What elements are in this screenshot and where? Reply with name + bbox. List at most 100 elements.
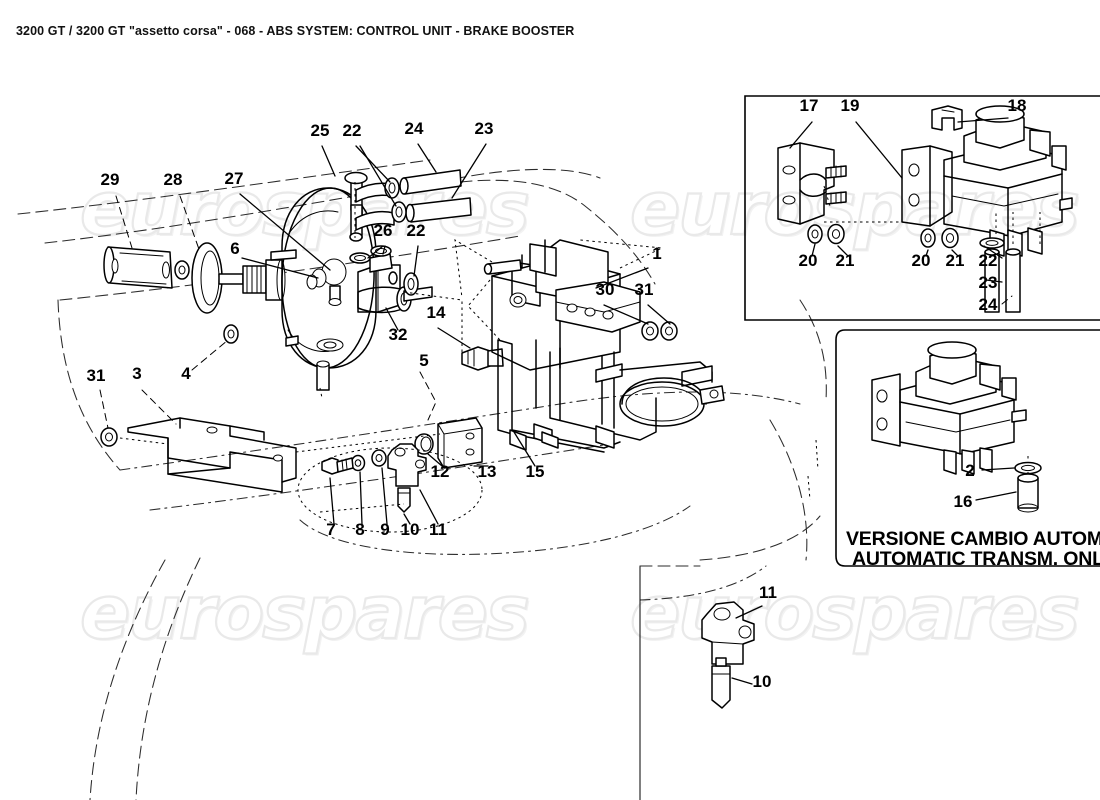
callout-label: 15 xyxy=(526,462,545,481)
page-title: 3200 GT / 3200 GT "assetto corsa" - 068 … xyxy=(16,24,575,38)
part-29-push-rod xyxy=(103,246,173,289)
callout-label: 31 xyxy=(87,366,106,385)
callout-label: 23 xyxy=(475,119,494,138)
callout-label: 13 xyxy=(478,462,497,481)
callout-label: 31 xyxy=(635,280,654,299)
callout-label: 21 xyxy=(946,251,965,270)
callout-label: 2 xyxy=(965,461,974,480)
callout-label: 11 xyxy=(429,520,447,539)
part-27-elbow-fitting xyxy=(344,171,395,242)
inset-panel-bottom-right xyxy=(835,329,1100,567)
callout-label: 19 xyxy=(841,96,860,115)
callout-label: 12 xyxy=(431,462,450,481)
car-body-outline xyxy=(17,159,827,800)
part-21-nut-b xyxy=(941,227,959,249)
callout-label: 6 xyxy=(230,239,239,258)
bottom-detail-parts xyxy=(701,601,763,709)
inset-caption: VERSIONE CAMBIO AUTOM. AUTOMATIC TRANSM.… xyxy=(846,528,1100,570)
part-3-support-bracket xyxy=(127,417,297,493)
callout-label: 5 xyxy=(419,351,428,370)
part-20-washer-b xyxy=(920,228,936,248)
inset-top-parts xyxy=(777,105,1073,313)
callout-label: 1 xyxy=(652,244,661,263)
callout-labels-bottom-detail: 11 10 xyxy=(753,583,777,691)
callout-labels-inset-bottom: 2 16 xyxy=(954,461,975,511)
callout-label: 16 xyxy=(954,492,973,511)
callout-label: 18 xyxy=(1008,96,1027,115)
callout-label: 3 xyxy=(132,364,141,383)
callout-label: 22 xyxy=(343,121,362,140)
part-24-pipe-inset xyxy=(1005,248,1021,313)
callout-label: 28 xyxy=(164,170,183,189)
part-2-seal-inset xyxy=(1014,461,1042,475)
brake-booster xyxy=(270,187,377,391)
watermark-text: eurospares xyxy=(82,572,530,658)
part-17-bracket xyxy=(777,142,847,225)
callout-label: 14 xyxy=(427,303,446,322)
callout-label: 22 xyxy=(979,251,998,270)
watermark-text: eurospares xyxy=(632,168,1080,254)
callout-label: 27 xyxy=(225,169,244,188)
watermark-text: eurospares xyxy=(630,166,1078,252)
watermark-text: eurospares xyxy=(80,570,528,656)
part-washer-small xyxy=(174,260,190,280)
part-32-master-cylinder xyxy=(357,253,433,314)
abs-unit-inset-top xyxy=(943,105,1073,257)
part-12-grommet xyxy=(414,433,434,455)
callout-label: 22 xyxy=(407,221,426,240)
part-21-nut-a xyxy=(827,223,845,245)
callout-label: 24 xyxy=(405,119,424,138)
callout-labels-inset-top: 17 19 18 20 21 20 21 22 23 24 xyxy=(799,96,1027,314)
part-31-nut xyxy=(660,321,678,341)
callout-label: 10 xyxy=(753,672,772,691)
part-14-banjo-bolt xyxy=(461,346,504,371)
part-15-mounting-bracket xyxy=(497,339,725,453)
part-10-switch xyxy=(397,487,411,513)
part-30-washer xyxy=(641,321,659,341)
inset-caption-line1: VERSIONE CAMBIO AUTOM. xyxy=(846,528,1100,550)
callout-labels-main: 25 22 24 23 29 28 27 26 22 6 1 30 31 32 … xyxy=(87,119,662,539)
callout-label: 25 xyxy=(311,121,330,140)
part-16-filter-inset xyxy=(1017,473,1039,513)
part-23-pipe xyxy=(405,197,472,223)
callout-label: 4 xyxy=(181,364,191,383)
part-7-bolt xyxy=(321,457,354,475)
callout-label: 30 xyxy=(596,280,615,299)
part-13-relay-box xyxy=(437,417,483,469)
callout-label: 20 xyxy=(912,251,931,270)
inset-caption-line2: AUTOMATIC TRANSM. ONLY xyxy=(852,548,1100,570)
part-19-bracket xyxy=(901,145,953,227)
abs-unit-inset-bottom xyxy=(871,341,1027,475)
callout-label: 32 xyxy=(389,325,408,344)
part-23-pipe-inset xyxy=(984,248,1000,313)
part-22-seal-inset xyxy=(979,237,1005,249)
part-4-washer xyxy=(223,324,239,344)
part-18-clip xyxy=(931,105,963,131)
part-28-seal-plate xyxy=(191,242,223,314)
callout-label: 24 xyxy=(979,295,998,314)
callout-label: 21 xyxy=(836,251,855,270)
callout-label: 20 xyxy=(799,251,818,270)
inset-bottom-parts xyxy=(871,341,1042,513)
callout-label: 26 xyxy=(374,221,393,240)
part-24-pipe xyxy=(399,169,462,195)
leader-lines-main xyxy=(99,143,671,533)
callout-label: 7 xyxy=(326,520,335,539)
callout-label: 8 xyxy=(355,520,364,539)
callout-label: 23 xyxy=(979,273,998,292)
part-20-washer-a xyxy=(807,224,823,244)
callout-label: 10 xyxy=(401,520,420,539)
inset-panel-top-right xyxy=(744,95,1100,321)
booster-rod-assembly xyxy=(218,259,286,301)
part-31-nut-left xyxy=(100,427,118,447)
part-11-valve xyxy=(387,443,427,487)
callout-label: 9 xyxy=(380,520,389,539)
callout-label: 17 xyxy=(800,96,819,115)
part-9-washer xyxy=(371,449,387,467)
part-11-valve-detail xyxy=(701,601,755,665)
part-10-switch-detail xyxy=(711,657,731,709)
callout-label: 11 xyxy=(759,583,777,602)
part-1-abs-control-unit xyxy=(483,239,641,371)
